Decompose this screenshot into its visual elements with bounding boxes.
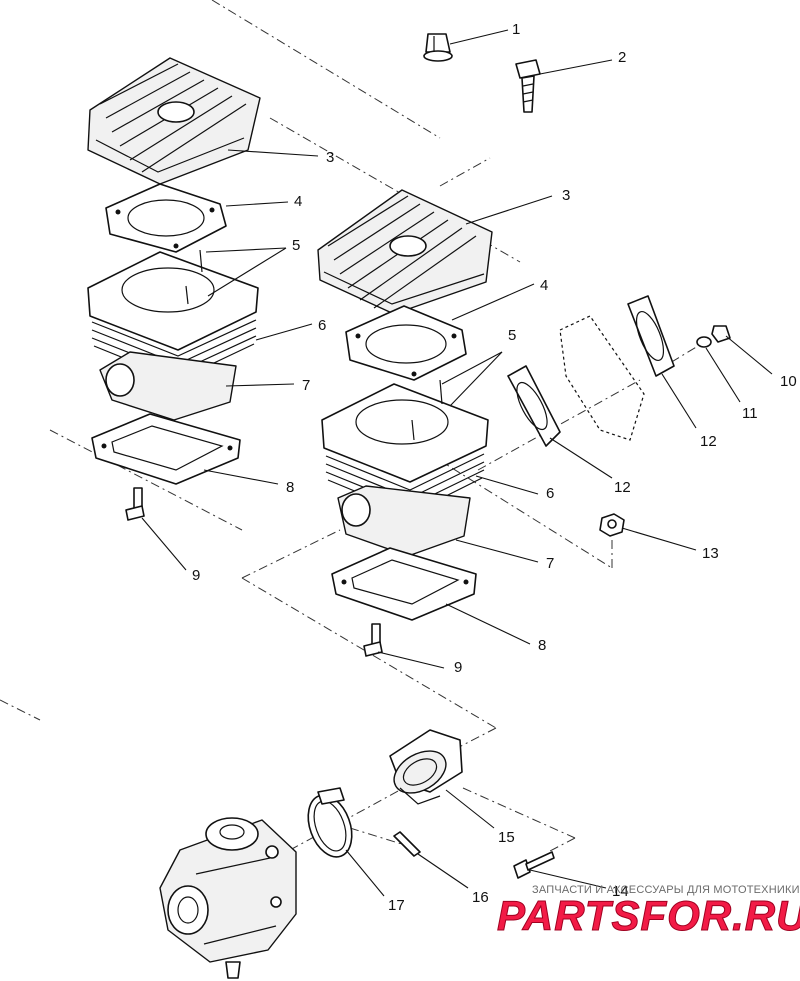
leader-lines [141, 29, 773, 897]
callout-7-left: 7 [302, 377, 310, 394]
exhaust-flange [507, 295, 675, 447]
callout-3-left: 3 [326, 149, 334, 166]
callout-6-right: 6 [546, 485, 554, 502]
callout-13: 13 [702, 545, 719, 562]
head-gasket-right [345, 305, 467, 381]
carburetor [159, 817, 297, 979]
adapter-bolt [513, 851, 555, 879]
cylinder-left [87, 249, 259, 421]
callout-5-left: 5 [292, 237, 300, 254]
fitting-right [363, 623, 383, 657]
callout-12-center: 12 [614, 479, 631, 496]
callout-10: 10 [780, 373, 797, 390]
flange-nut [599, 513, 625, 537]
callout-14: 14 [612, 883, 629, 900]
base-gasket-left [91, 413, 241, 485]
callout-16: 16 [472, 889, 489, 906]
callout-3-right: 3 [562, 187, 570, 204]
hose-clamp [307, 787, 353, 858]
callout-6-left: 6 [318, 317, 326, 334]
clamp-screw [393, 831, 421, 857]
callout-4-left: 4 [294, 193, 302, 210]
watermark-logo: PARTSFOR.RU [496, 892, 800, 939]
callout-9-right: 9 [454, 659, 462, 676]
cap-nut-part [423, 33, 453, 62]
callout-12-right: 12 [700, 433, 717, 450]
callout-8-left: 8 [286, 479, 294, 496]
callout-8-right: 8 [538, 637, 546, 654]
callout-9-left: 9 [192, 567, 200, 584]
callout-17: 17 [388, 897, 405, 914]
callout-5-right: 5 [508, 327, 516, 344]
washer-and-nut [696, 325, 731, 348]
fitting-left [125, 487, 145, 521]
callout-4-right: 4 [540, 277, 548, 294]
watermark-tagline: ЗАПЧАСТИ И АКСЕССУАРЫ ДЛЯ МОТОТЕХНИКИ [532, 884, 800, 896]
cylinder-head-left [87, 57, 261, 185]
callout-numbers: 1 2 3 4 5 6 7 8 9 3 4 5 6 7 8 9 10 11 12… [192, 21, 797, 914]
head-bolt-part [515, 59, 541, 113]
cylinder-head-right [317, 189, 493, 315]
callout-11: 11 [742, 405, 758, 422]
intake-adapter [389, 729, 463, 805]
callout-2: 2 [618, 49, 626, 66]
base-gasket-right [331, 547, 477, 621]
callout-15: 15 [498, 829, 515, 846]
callout-1: 1 [512, 21, 520, 38]
cylinder-right [321, 379, 489, 557]
head-gasket-left [105, 183, 227, 253]
callout-7-right: 7 [546, 555, 554, 572]
